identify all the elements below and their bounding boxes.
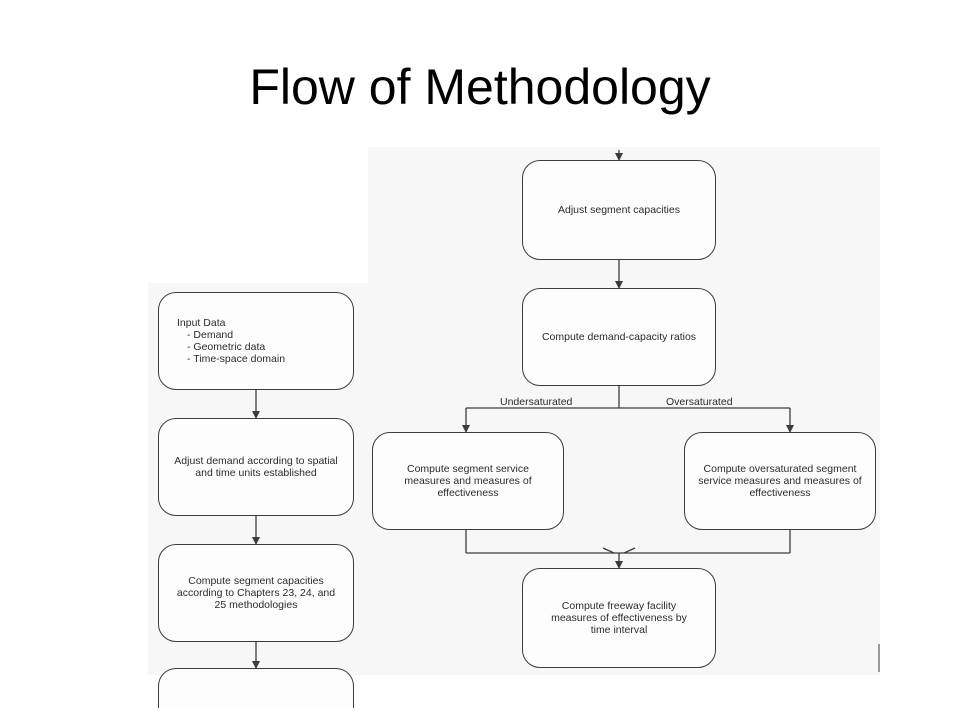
dc-ratios-label: Compute demand-capacity ratios: [541, 331, 697, 343]
adjust-capacities-node: Adjust segment capacities: [522, 160, 716, 260]
input-item-demand: - Demand: [187, 329, 234, 341]
facility-measures-node: Compute freeway facility measures of eff…: [522, 568, 716, 668]
compute-capacities-node: Compute segment capacities according to …: [158, 544, 354, 642]
adjust-demand-node: Adjust demand according to spatial and t…: [158, 418, 354, 516]
dc-ratios-node: Compute demand-capacity ratios: [522, 288, 716, 386]
adjust-demand-label: Adjust demand according to spatial and t…: [174, 455, 338, 479]
input-item-geometric: - Geometric data: [187, 341, 266, 353]
undersaturated-measures-label: Compute segment service measures and mea…: [404, 463, 532, 499]
image-edge-mark: [878, 644, 880, 672]
input-data-node: Input Data - Demand - Geometric data - T…: [158, 292, 354, 390]
oversaturated-label: Oversaturated: [666, 396, 733, 408]
facility-measures-label: Compute freeway facility measures of eff…: [551, 600, 687, 636]
slide-title: Flow of Methodology: [249, 59, 711, 115]
adjust-capacities-label: Adjust segment capacities: [558, 204, 680, 216]
undersaturated-label: Undersaturated: [500, 396, 573, 408]
next-node-partial: [158, 668, 354, 708]
input-data-title: Input Data: [177, 317, 226, 329]
undersaturated-measures-node: Compute segment service measures and mea…: [372, 432, 564, 530]
oversaturated-measures-node: Compute oversaturated segment service me…: [684, 432, 876, 530]
oversaturated-measures-label: Compute oversaturated segment service me…: [698, 463, 862, 499]
input-item-time-space: - Time-space domain: [187, 353, 286, 365]
compute-capacities-label: Compute segment capacities according to …: [176, 575, 336, 611]
